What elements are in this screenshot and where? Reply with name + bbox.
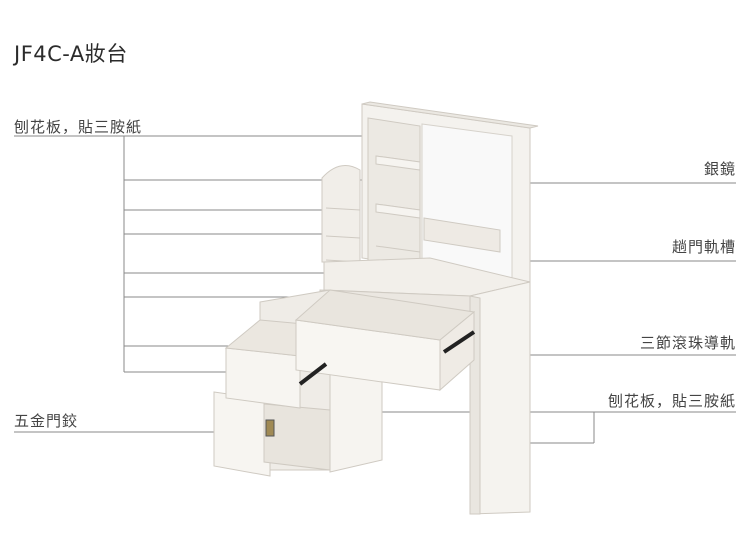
- label-board-bottom-right: 刨花板，貼三胺紙: [607, 392, 736, 410]
- label-board-top-left: 刨花板，貼三胺紙: [14, 118, 143, 136]
- dresser: [213, 101, 539, 515]
- label-rail: 三節滾珠導軌: [639, 334, 736, 352]
- label-hinge: 五金門鉸: [14, 412, 79, 430]
- label-track: 趟門軌槽: [671, 238, 736, 256]
- page-title: JF4C-A妝台: [14, 42, 128, 66]
- label-mirror: 銀鏡: [703, 160, 736, 178]
